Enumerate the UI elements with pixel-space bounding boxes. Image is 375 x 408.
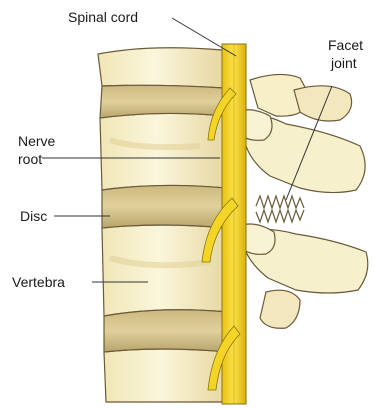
- disc-3: [104, 310, 228, 352]
- process-lower: [260, 290, 300, 328]
- vertebral-body-top: [98, 48, 224, 88]
- label-vertebra: Vertebra: [12, 274, 65, 290]
- label-facet-joint-line2: joint: [330, 55, 357, 71]
- label-spinal-cord: Spinal cord: [68, 9, 138, 25]
- label-facet-joint-line1: Facet: [328, 37, 363, 53]
- vertebral-body-bottom: [104, 349, 228, 402]
- vertebral-body-middle-upper: [100, 113, 226, 190]
- label-nerve-root-line1: Nerve: [18, 133, 56, 149]
- label-disc: Disc: [20, 208, 47, 224]
- label-nerve-root-line2: root: [18, 151, 42, 167]
- facet-joint: [256, 196, 304, 222]
- process-top-right: [294, 86, 352, 121]
- disc-2: [102, 185, 226, 228]
- disc-1: [100, 85, 226, 118]
